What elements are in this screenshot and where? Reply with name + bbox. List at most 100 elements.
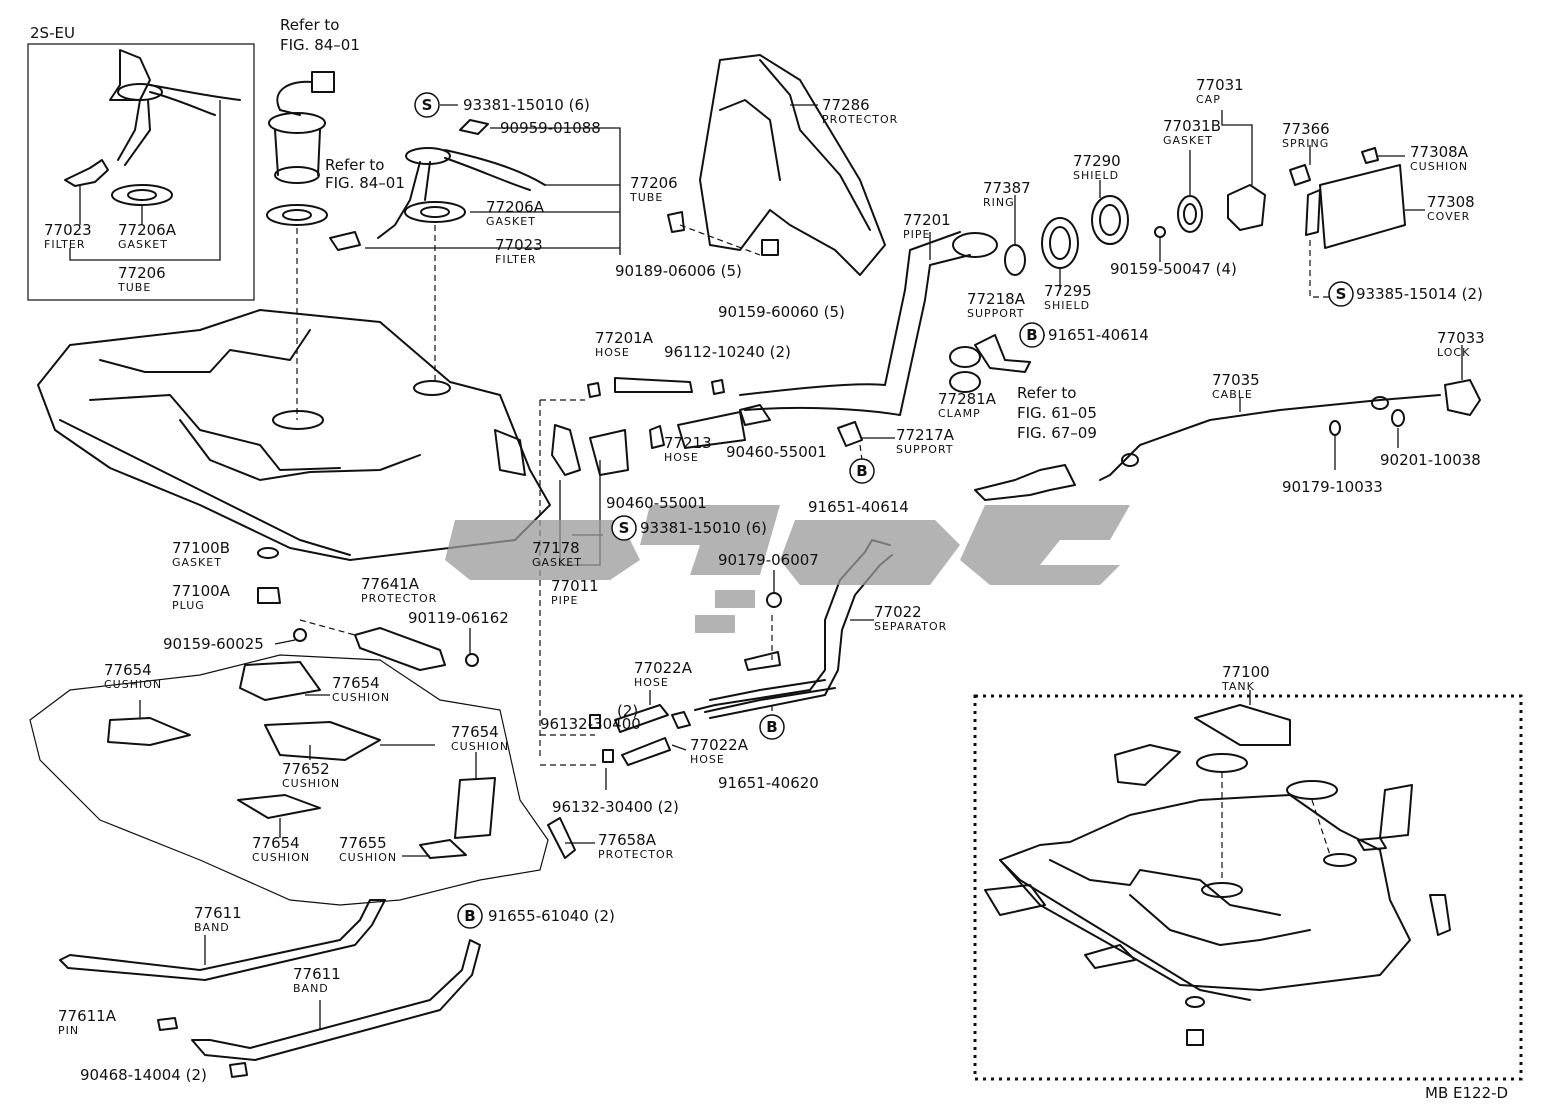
part-name-p63: PIN [58,1024,79,1037]
fuel-pump-sketch [266,71,335,420]
part-number-p4: 93381-15010 (6) [463,96,590,114]
part-number-p58: 96132-30400 (2) [552,798,679,816]
tank-77100-box [973,690,1523,1081]
part-number-p29: 90460-55001 [726,443,827,461]
ref-line: Refer to [1017,384,1076,402]
part-number-p23: 77218A [967,290,1026,308]
part-number-p5: 90959-01088 [500,119,601,137]
fuel-door-sketch [1289,145,1425,298]
part-number-p11: 90159-60060 (5) [718,303,845,321]
part-name-p42: PROTECTOR [361,592,437,605]
ref-fig-84-01-b: Refer to FIG. 84–01 [325,156,405,192]
part-number-p24: 91651-40614 [1048,326,1149,344]
part-number-p35: 90179-10033 [1282,478,1383,496]
part-name-p59: PROTECTOR [598,848,674,861]
inset-label: 2S-EU [30,24,75,42]
ref-line: Refer to [325,156,384,174]
part-name-p40: GASKET [172,556,222,569]
part-number-p3: 77206 [118,264,166,282]
part-name-p48: CUSHION [332,691,390,704]
part-number-p14: 77290 [1073,152,1121,170]
part-name-p38: GASKET [532,556,582,569]
watermark-logo [445,505,1130,633]
part-name-p20: CUSHION [1410,160,1468,173]
symbol-s-2: S [1328,281,1354,307]
part-name-p34: CABLE [1212,388,1253,401]
symbol-b-1: B [1019,322,1045,348]
ref-line: FIG. 67–09 [1017,424,1097,442]
part-name-p3: TUBE [117,281,151,294]
part-number-p12: 77201 [903,211,951,229]
part-name-p12: PIPE [903,228,930,241]
ref-line: Refer to [280,16,339,34]
part-number-p30: 77213 [664,434,712,452]
svg-text:S: S [422,96,433,114]
part-number-p16: 77031 [1196,76,1244,94]
part-number-p32: 91651-40614 [808,498,909,516]
filler-pipe-sketch [739,231,998,426]
part-name-p21: COVER [1427,210,1470,223]
part-number-p13: 77387 [983,179,1031,197]
part-number-p1: 77023 [44,221,92,239]
part-name-p51: CUSHION [252,851,310,864]
ref-fig-84-01-a: Refer to FIG. 84–01 [280,16,360,54]
part-number-p57: 91651-40620 [718,774,819,792]
part-name-p14: SHIELD [1073,169,1119,182]
ref-line: FIG. 84–01 [325,174,405,192]
part-number-p61: 91655-61040 (2) [488,907,615,925]
part-name-p50: CUSHION [282,777,340,790]
part-name-p7: GASKET [486,215,536,228]
part-number-p53: 77022A [634,659,693,677]
part-number-p21: 77308 [1427,193,1475,211]
part-number-p19: 77366 [1282,120,1330,138]
part-number-p56: 77022A [690,736,749,754]
svg-text:B: B [856,462,867,480]
part-number-p43: 90119-06162 [408,609,509,627]
part-number-p54: 96132-30400 [540,715,641,733]
part-name-p15: SHIELD [1044,299,1090,312]
part-number-p2: 77206A [118,221,177,239]
part-number-p42: 77641A [361,575,420,593]
ref-fig-61-05: Refer to FIG. 61–05 FIG. 67–09 [1017,384,1097,442]
symbol-s-1: S [414,92,440,118]
part-name-p33: LOCK [1437,346,1470,359]
tube-77206-sketch [329,104,621,385]
part-name-p62: BAND [293,982,329,995]
part-name-p9: PROTECTOR [822,113,898,126]
part-name-p53: HOSE [634,676,669,689]
part-number-p20: 77308A [1410,143,1469,161]
part-number-p37: 93381-15010 (6) [640,519,767,537]
symbol-b-4: B [457,903,483,929]
part-number-p9: 77286 [822,96,870,114]
part-name-p19: SPRING [1282,137,1329,150]
part-name-p23: SUPPORT [967,307,1025,320]
part-name-p17: GASKET [1163,134,1213,147]
part-number-p36: 90201-10038 [1380,451,1481,469]
svg-text:B: B [1026,326,1037,344]
part-number-p51: 77654 [252,834,300,852]
part-number-p7: 77206A [486,198,545,216]
part-number-p52: 77655 [339,834,387,852]
part-number-p44: 90159-60025 [163,635,264,653]
protector-77641a-sketch [257,547,479,671]
part-number-p50: 77652 [282,760,330,778]
part-number-p47: 77654 [104,661,152,679]
part-name-p39: PIPE [551,594,578,607]
part-number-p45: 90179-06007 [718,551,819,569]
svg-text:S: S [619,519,630,537]
part-number-p63: 77611A [58,1007,117,1025]
part-name-p60: BAND [194,921,230,934]
part-number-p41: 77100A [172,582,231,600]
svg-text:S: S [1336,285,1347,303]
symbol-b-3: B [759,714,785,740]
part-number-p38: 77178 [532,539,580,557]
part-number-p48: 77654 [332,674,380,692]
part-number-p33: 77033 [1437,329,1485,347]
part-number-p65: 77100 [1222,663,1270,681]
part-callouts: 77023FILTER77206AGASKET77206TUBE93381-15… [44,76,1485,1084]
cable-lock-sketch [974,345,1481,501]
part-number-p27: 96112-10240 (2) [664,343,791,361]
part-name-p26: HOSE [595,346,630,359]
part-number-p64: 90468-14004 (2) [80,1066,207,1084]
